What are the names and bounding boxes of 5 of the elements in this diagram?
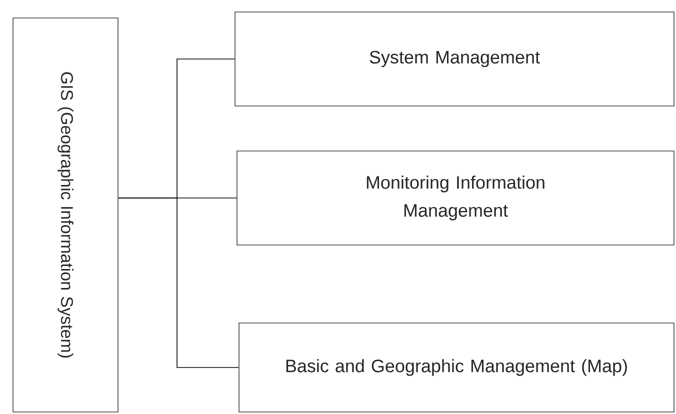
module-box: System Management: [234, 12, 674, 106]
module-box: Monitoring Information Management: [236, 150, 674, 246]
system-box: GIS (Geographic Information System): [12, 18, 118, 412]
connector-line: [118, 198, 240, 368]
module-box: Basic and Geographic Management (Map): [238, 322, 674, 412]
